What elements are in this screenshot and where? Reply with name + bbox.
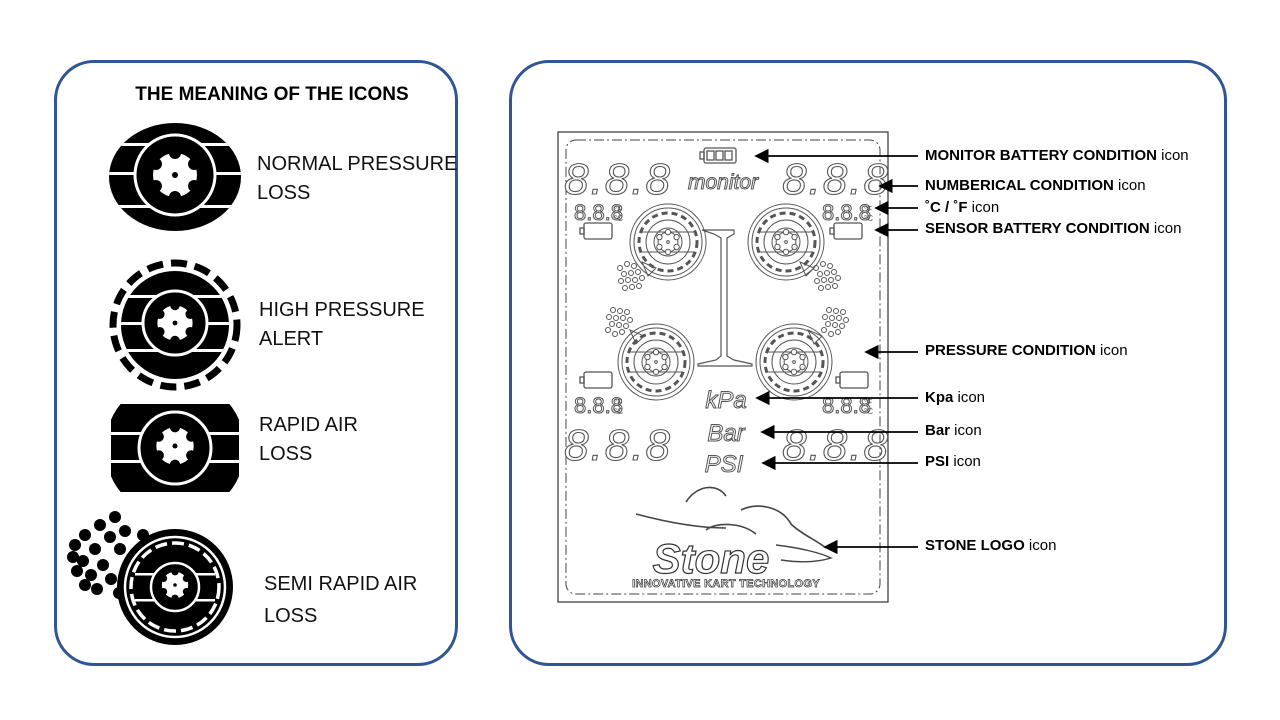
fahrenheit-unit: °F <box>864 398 872 407</box>
axle-icon <box>697 229 753 367</box>
logo-tagline: INNOVATIVE KART TECHNOLOGY <box>632 578 820 590</box>
front-right-temp: 8.8.8 °F °C <box>822 200 874 226</box>
air-dot <box>119 525 131 537</box>
tire-high-pressure-icon <box>109 259 241 391</box>
legend-title: THE MEANING OF THE ICONS <box>135 84 409 105</box>
temp-digits: 8.8.8 <box>822 200 871 225</box>
air-dot <box>79 579 91 591</box>
legend-label-high-pressure: HIGH PRESSURE ALERT <box>259 299 425 350</box>
air-dot <box>69 539 81 551</box>
rear-right-pressure-digits: 8.8.8 <box>782 421 890 470</box>
legend-label-semi-rapid-loss: SEMI RAPID AIR LOSS <box>264 573 418 627</box>
callout-monitor-battery: MONITOR BATTERY CONDITION icon <box>925 147 1189 164</box>
lcd-tire-front-left <box>617 203 707 291</box>
callout-sensor-battery: SENSOR BATTERY CONDITION icon <box>925 220 1182 237</box>
callout-temp-unit: ˚C / ˚F icon <box>925 199 1000 216</box>
monitor-label: monitor <box>688 171 759 194</box>
monitor-battery-icon <box>699 147 737 164</box>
callout-kpa: Kpa icon <box>925 389 986 406</box>
sensor-battery-front-left-icon <box>579 222 613 240</box>
legend-label-rapid-loss: RAPID AIR LOSS <box>259 414 358 465</box>
air-dot <box>94 519 106 531</box>
celsius-unit: °C <box>614 214 623 223</box>
air-dot <box>77 555 89 567</box>
air-dot <box>91 583 103 595</box>
wheel-hub-icon <box>154 300 196 346</box>
pressure-condition-icon <box>617 261 657 291</box>
wheel-hub-icon <box>149 147 201 203</box>
front-left-pressure-digits: 8.8.8 <box>564 155 672 204</box>
fahrenheit-unit: °F <box>864 205 872 214</box>
lcd-display-diagram: monitor 8.8.8 8.8.8 8.8.8 8.8.8 8.8.8 °F… <box>557 131 890 603</box>
air-dot <box>114 543 126 555</box>
sensor-battery-front-right-icon <box>829 222 863 240</box>
pressure-condition-icon <box>807 307 849 345</box>
wheel-hub-icon <box>644 348 668 376</box>
callout-bar: Bar icon <box>925 422 982 439</box>
kpa-unit-icon: kPa <box>705 387 746 414</box>
front-right-pressure-digits: 8.8.8 <box>782 155 890 204</box>
legend-label-normal: NORMAL PRESSURE LOSS <box>257 153 458 204</box>
front-left-temp: 8.8.8 °F °C <box>574 200 624 226</box>
fahrenheit-unit: °F <box>614 205 622 214</box>
tire-semi-rapid-loss-icon <box>67 511 233 645</box>
rear-left-temp: 8.8.8 °F °C <box>574 393 624 419</box>
lcd-tire-rear-left <box>605 307 695 401</box>
air-dot <box>105 573 117 585</box>
rear-left-pressure-digits: 8.8.8 <box>564 421 672 470</box>
temp-digits: 8.8.8 <box>574 393 623 418</box>
callout-stone-logo: STONE LOGO icon <box>925 537 1057 554</box>
stone-logo-icon: Stone INNOVATIVE KART TECHNOLOGY <box>632 486 833 590</box>
rear-right-temp: 8.8.8 °F °C <box>822 393 874 419</box>
tire-rapid-loss-icon <box>111 404 239 492</box>
air-dot <box>67 551 79 563</box>
pressure-condition-icon <box>799 261 841 291</box>
wheel-hub-icon <box>153 422 197 470</box>
celsius-unit: °C <box>614 407 623 416</box>
air-dot <box>104 531 116 543</box>
air-dot <box>97 559 109 571</box>
celsius-unit: °C <box>864 407 873 416</box>
lcd-tire-rear-right <box>755 307 849 401</box>
fahrenheit-unit: °F <box>614 398 622 407</box>
air-dot <box>89 543 101 555</box>
wheel-hub-icon <box>656 228 680 256</box>
wheel-hub-icon <box>159 568 191 602</box>
air-dot <box>71 565 83 577</box>
callout-numerical-condition: NUMBERICAL CONDITION icon <box>925 177 1146 194</box>
lcd-inner-frame <box>565 139 881 595</box>
air-dot <box>79 529 91 541</box>
psi-unit-icon: PSI <box>705 451 744 478</box>
lcd-outer-frame <box>557 131 889 603</box>
callout-pressure-condition: PRESSURE CONDITION icon <box>925 342 1128 359</box>
sensor-battery-rear-right-icon <box>835 371 869 389</box>
lcd-tire-front-right <box>747 203 841 291</box>
air-dot <box>109 511 121 523</box>
sensor-battery-rear-left-icon <box>579 371 613 389</box>
wheel-hub-icon <box>782 348 806 376</box>
bar-unit-icon: Bar <box>707 420 745 447</box>
wheel-hub-icon <box>774 228 798 256</box>
tire-normal-icon <box>109 123 241 231</box>
air-dot <box>85 569 97 581</box>
pressure-condition-icon <box>605 307 645 345</box>
celsius-unit: °C <box>864 214 873 223</box>
logo-wordmark: Stone <box>653 535 770 582</box>
temp-digits: 8.8.8 <box>574 200 623 225</box>
callout-psi: PSI icon <box>925 453 981 470</box>
